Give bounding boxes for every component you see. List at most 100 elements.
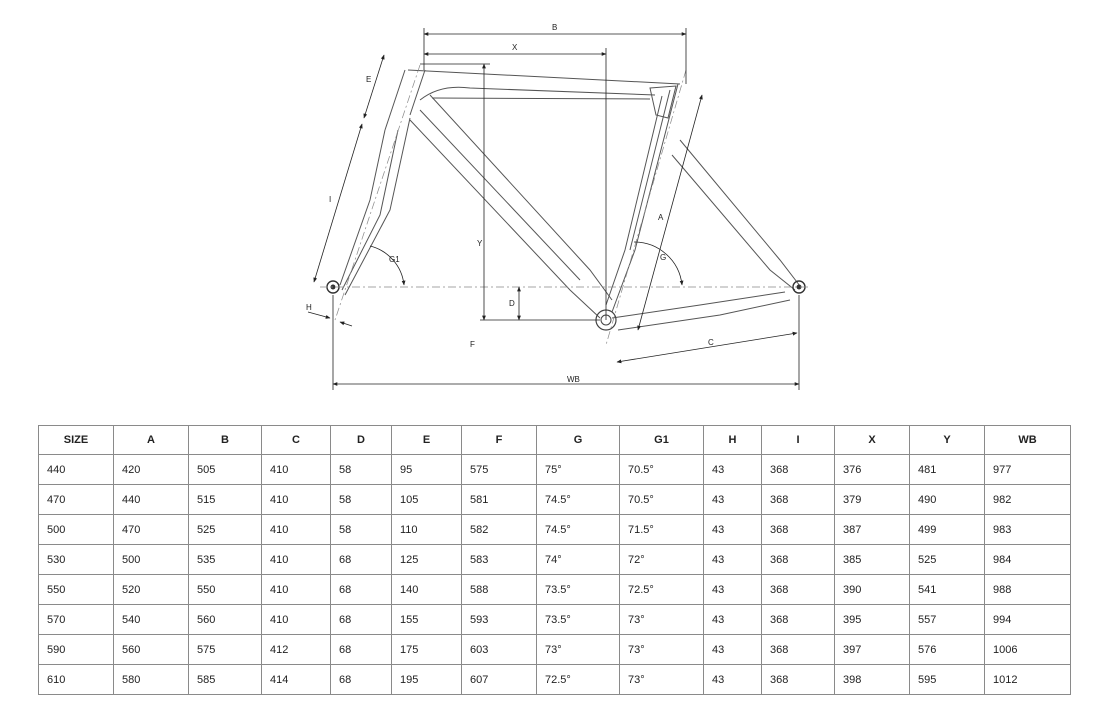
table-cell-i: 368 — [761, 664, 835, 695]
label-x: X — [512, 43, 518, 52]
column-header-h: H — [703, 425, 762, 455]
column-header-f: F — [461, 425, 537, 455]
table-cell-c: 410 — [261, 604, 331, 635]
table-cell-g: 72.5° — [536, 664, 620, 695]
dimension-labels: B X Y D E I H G1 G A F C WB — [306, 23, 714, 384]
table-cell-e: 105 — [391, 484, 462, 515]
table-cell-a: 520 — [113, 574, 189, 605]
table-cell-wb: 984 — [984, 544, 1071, 575]
table-cell-size: 500 — [38, 514, 114, 545]
table-cell-x: 379 — [834, 484, 910, 515]
column-header-x: X — [834, 425, 910, 455]
table-cell-x: 390 — [834, 574, 910, 605]
table-cell-h: 43 — [703, 454, 762, 485]
column-header-wb: WB — [984, 425, 1071, 455]
table-cell-h: 43 — [703, 604, 762, 635]
table-cell-g1: 72.5° — [619, 574, 704, 605]
label-d: D — [509, 299, 515, 308]
table-cell-y: 481 — [909, 454, 985, 485]
table-cell-g1: 70.5° — [619, 484, 704, 515]
table-cell-b: 515 — [188, 484, 262, 515]
table-cell-g: 73.5° — [536, 574, 620, 605]
table-cell-a: 560 — [113, 634, 189, 665]
table-cell-h: 43 — [703, 664, 762, 695]
table-cell-size: 570 — [38, 604, 114, 635]
table-cell-f: 583 — [461, 544, 537, 575]
table-cell-g1: 70.5° — [619, 454, 704, 485]
table-cell-wb: 982 — [984, 484, 1071, 515]
table-cell-h: 43 — [703, 574, 762, 605]
label-b: B — [552, 23, 557, 32]
column-header-e: E — [391, 425, 462, 455]
table-cell-d: 68 — [330, 664, 392, 695]
column-header-g: G — [536, 425, 620, 455]
column-header-c: C — [261, 425, 331, 455]
table-cell-g: 74° — [536, 544, 620, 575]
table-cell-e: 155 — [391, 604, 462, 635]
bike-frame-outline — [339, 69, 801, 331]
table-cell-f: 593 — [461, 604, 537, 635]
table-cell-size: 440 — [38, 454, 114, 485]
table-cell-y: 525 — [909, 544, 985, 575]
table-cell-g: 73.5° — [536, 604, 620, 635]
table-cell-a: 440 — [113, 484, 189, 515]
table-cell-i: 368 — [761, 574, 835, 605]
label-c: C — [708, 338, 714, 347]
table-cell-x: 387 — [834, 514, 910, 545]
table-cell-f: 582 — [461, 514, 537, 545]
table-cell-b: 585 — [188, 664, 262, 695]
table-cell-y: 499 — [909, 514, 985, 545]
table-cell-x: 397 — [834, 634, 910, 665]
table-cell-size: 590 — [38, 634, 114, 665]
table-cell-g1: 73° — [619, 604, 704, 635]
table-cell-e: 195 — [391, 664, 462, 695]
table-cell-c: 412 — [261, 634, 331, 665]
table-cell-c: 410 — [261, 574, 331, 605]
table-cell-wb: 977 — [984, 454, 1071, 485]
table-cell-e: 110 — [391, 514, 462, 545]
table-cell-g: 73° — [536, 634, 620, 665]
table-cell-e: 95 — [391, 454, 462, 485]
table-cell-y: 490 — [909, 484, 985, 515]
table-cell-i: 368 — [761, 484, 835, 515]
table-cell-i: 368 — [761, 544, 835, 575]
table-cell-size: 470 — [38, 484, 114, 515]
table-cell-y: 576 — [909, 634, 985, 665]
table-cell-a: 540 — [113, 604, 189, 635]
table-cell-y: 557 — [909, 604, 985, 635]
label-g: G — [660, 253, 666, 262]
table-cell-d: 58 — [330, 484, 392, 515]
table-cell-a: 500 — [113, 544, 189, 575]
table-cell-g1: 73° — [619, 664, 704, 695]
table-cell-x: 395 — [834, 604, 910, 635]
column-header-g1: G1 — [619, 425, 704, 455]
table-cell-g: 75° — [536, 454, 620, 485]
label-a: A — [658, 213, 664, 222]
table-cell-g1: 72° — [619, 544, 704, 575]
table-cell-a: 470 — [113, 514, 189, 545]
table-cell-g: 74.5° — [536, 484, 620, 515]
table-cell-x: 398 — [834, 664, 910, 695]
frame-geometry-diagram: B X Y D E I H G1 G A F C WB — [306, 23, 810, 390]
table-cell-f: 581 — [461, 484, 537, 515]
table-cell-b: 575 — [188, 634, 262, 665]
label-y: Y — [477, 239, 483, 248]
table-cell-y: 595 — [909, 664, 985, 695]
table-cell-i: 368 — [761, 604, 835, 635]
centerlines — [320, 64, 810, 346]
table-cell-b: 550 — [188, 574, 262, 605]
table-cell-b: 505 — [188, 454, 262, 485]
table-cell-h: 43 — [703, 484, 762, 515]
table-cell-x: 385 — [834, 544, 910, 575]
table-cell-b: 525 — [188, 514, 262, 545]
label-f: F — [470, 340, 475, 349]
